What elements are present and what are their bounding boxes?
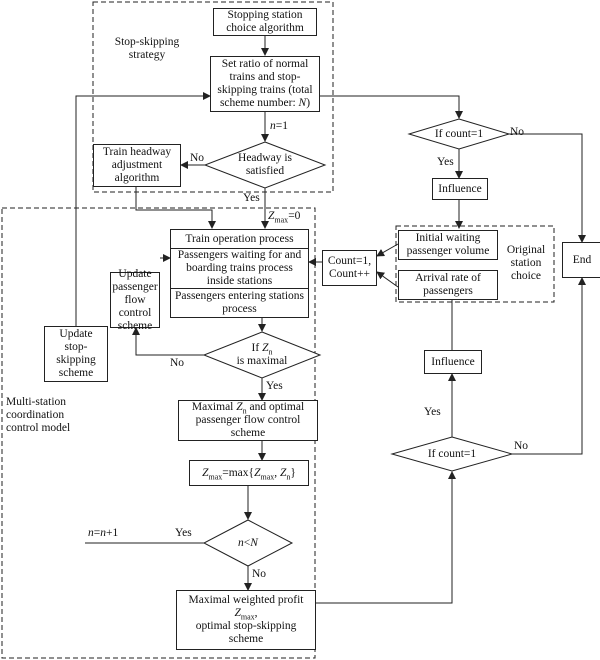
ifcount-bottom-no-label: No xyxy=(514,440,529,452)
edge-updatestop-to-ratio xyxy=(75,92,211,326)
original-choice-region xyxy=(395,225,555,303)
n-equals-1-label: n=1 xyxy=(270,120,288,132)
influence-bottom-box: Influence xyxy=(424,350,482,374)
headway-no-label: No xyxy=(190,152,205,164)
if-count1-top-text: If count=1 xyxy=(434,127,484,140)
final-result-box: Maximal weighted profit Zmax,optimal sto… xyxy=(176,590,316,650)
ifcount-top-no-label: No xyxy=(510,126,525,138)
update-passenger-flow-box: Update passenger flow control scheme xyxy=(110,268,160,332)
nN-yes-label: Yes xyxy=(175,527,192,539)
ifzn-no-label: No xyxy=(170,357,185,369)
nN-no-label: No xyxy=(252,568,267,580)
zmax-update-box: Zmax=max{Zmax, Zn} xyxy=(189,460,309,486)
initial-waiting-box: Initial waiting passenger volume xyxy=(398,230,498,260)
zmax-zero-label: Zmax=0 xyxy=(268,210,301,225)
edge-initial-to-count xyxy=(376,243,399,257)
edge-final-to-ifcount-bottom xyxy=(316,471,456,604)
station-process-group: Train operation process Passengers waiti… xyxy=(170,229,309,318)
original-choice-label: Original station choice xyxy=(506,244,546,282)
end-box: End xyxy=(562,242,600,278)
stop-skipping-region xyxy=(92,1,334,193)
n-lt-N-text: n<N xyxy=(238,536,258,549)
ifcount-top-yes-label: Yes xyxy=(437,156,454,168)
arrival-rate-box: Arrival rate of passengers xyxy=(398,270,498,300)
edge-ifzn-no xyxy=(132,327,204,356)
train-operation-process: Train operation process xyxy=(185,232,294,245)
maximal-zn-box: Maximal Zn and optimal passenger flow co… xyxy=(178,400,318,441)
n-increment-label: n=n+1 xyxy=(88,527,119,539)
headway-adjustment-box: Train headway adjustment algorithm xyxy=(93,144,181,187)
influence-top-box: Influence xyxy=(432,178,488,200)
headway-yes-label: Yes xyxy=(243,192,260,204)
edge-ratio-to-ifcount-top xyxy=(320,95,463,119)
ifzn-yes-label: Yes xyxy=(266,380,283,392)
headway-satisfied-text: Headway is satisfied xyxy=(238,152,292,177)
set-ratio-box: Set ratio of normal trains and stop-skip… xyxy=(210,56,320,112)
ifcount-bottom-yes-label: Yes xyxy=(424,406,441,418)
update-stop-skipping-box: Update stop-skipping scheme xyxy=(44,326,108,382)
stop-skipping-label: Stop-skipping strategy xyxy=(114,36,180,61)
stopping-station-choice-box: Stopping station choice algorithm xyxy=(213,8,317,36)
edge-adjust-to-operation xyxy=(135,187,216,229)
edge-ifcount-top-no xyxy=(509,133,586,243)
multi-station-label: Multi-station coordination control model xyxy=(6,396,71,434)
edge-arrival-to-count xyxy=(376,271,399,288)
count-box: Count=1, Count++ xyxy=(322,250,377,286)
if-count1-bottom-text: If count=1 xyxy=(427,447,477,460)
passengers-entering-process: Passengers entering stations process xyxy=(171,288,308,317)
passengers-waiting-process: Passengers waiting for and boarding trai… xyxy=(171,248,308,288)
edge-ifcount-bottom-no xyxy=(512,277,586,455)
